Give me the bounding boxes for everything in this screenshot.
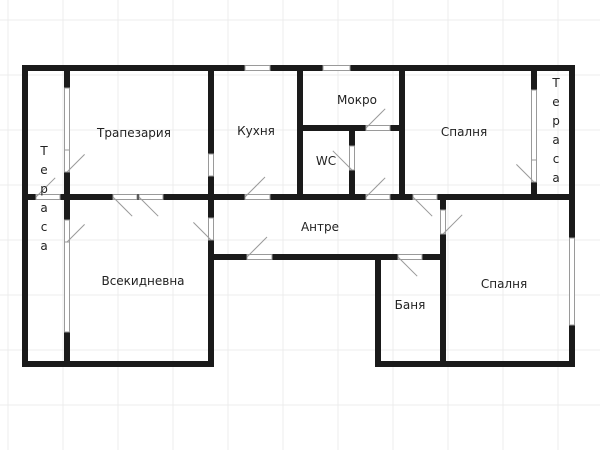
windows-and-doors (35, 65, 575, 333)
window (531, 159, 537, 183)
wall (208, 65, 214, 367)
room-label-bedroom-bottom: Спалня (480, 277, 528, 291)
door-leaf (66, 154, 85, 173)
door-leaf (193, 222, 212, 241)
door-leaf (138, 196, 159, 217)
window (365, 194, 391, 200)
window (531, 89, 537, 161)
door-leaf (442, 214, 463, 235)
room-label-utility: Мокро (337, 93, 377, 107)
room-label-terrace-left: Тераса (40, 144, 48, 253)
wall (22, 361, 214, 367)
window (208, 153, 214, 177)
wall (375, 361, 575, 367)
window (246, 254, 273, 260)
room-label-bathroom: Баня (394, 298, 426, 312)
wall (22, 65, 28, 367)
window (244, 65, 271, 71)
window (64, 219, 70, 243)
room-label-living: Всекидневна (101, 274, 185, 288)
door-leaf (397, 256, 418, 277)
window (412, 194, 438, 200)
door-leaf (35, 177, 56, 198)
window (569, 237, 575, 326)
window (64, 149, 70, 173)
room-label-dining: Трапезария (97, 126, 171, 140)
room-label-terrace-right: Тераса (552, 76, 560, 185)
window (138, 194, 164, 200)
window (64, 87, 70, 151)
room-label-bedroom-top: Спалня (440, 125, 488, 139)
room-label-wc: WC (315, 154, 337, 168)
door-leaf (332, 150, 353, 171)
window (440, 209, 446, 235)
door-leaf (365, 177, 386, 198)
wall (297, 65, 303, 200)
door-leaf (516, 164, 535, 183)
room-label-hall: Антре (300, 220, 340, 234)
wall (208, 254, 446, 260)
room-label-kitchen: Кухня (237, 124, 275, 138)
window (365, 125, 391, 131)
door-leaf (66, 224, 85, 243)
door-leaf (112, 196, 133, 217)
window (349, 145, 355, 171)
wall (440, 194, 446, 367)
window (208, 217, 214, 241)
door-leaf (412, 196, 433, 217)
door-leaf (246, 236, 268, 258)
walls (22, 65, 575, 367)
wall (399, 65, 405, 200)
wall (569, 65, 575, 367)
door-leaf (365, 108, 386, 129)
window (244, 194, 271, 200)
wall (375, 254, 381, 367)
door-leaf (244, 176, 266, 198)
window (397, 254, 423, 260)
window (112, 194, 138, 200)
window (322, 65, 351, 71)
wall (64, 65, 70, 367)
